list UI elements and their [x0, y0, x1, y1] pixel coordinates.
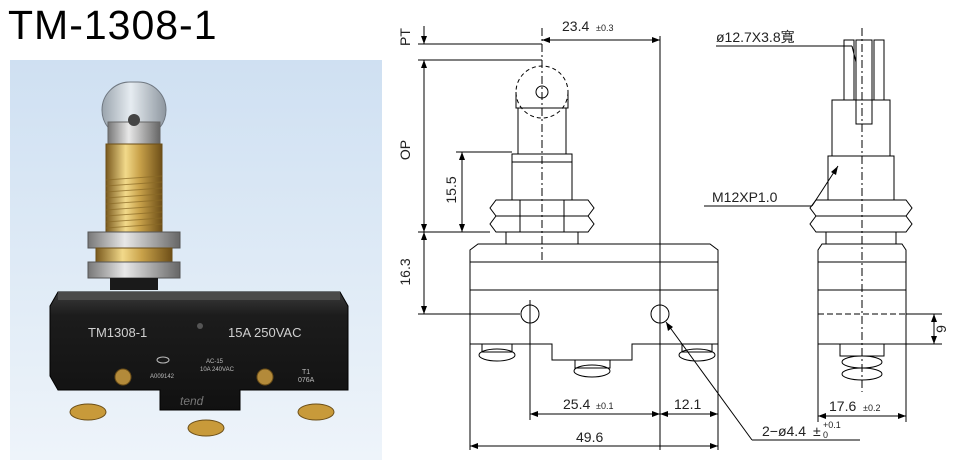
dimension-lines: [418, 26, 942, 450]
photo-brand: tend: [180, 394, 204, 408]
dim-12-1: 12.1: [674, 396, 701, 412]
dim-25-4-tol: ±0.1: [596, 401, 613, 411]
dim-23-4-tol: ±0.3: [596, 23, 613, 33]
photo-t-rating-2: 076A: [298, 377, 315, 384]
hole-tol-pm: ±: [813, 423, 821, 439]
dim-17-6: 17.6: [829, 398, 856, 414]
dim-17-6-tol: ±0.2: [863, 403, 880, 413]
hole-tol-plus: +0.1: [823, 420, 841, 430]
op-label: OP: [397, 140, 413, 160]
hole-tol-minus: 0: [823, 430, 828, 440]
roller-label: ø12.7X3.8寬: [716, 29, 795, 45]
brass-bushing: [105, 143, 163, 235]
dim-23-4: 23.4: [562, 18, 589, 34]
dim-25-4: 25.4: [563, 396, 590, 412]
thread-label: M12XP1.0: [712, 189, 778, 205]
dim-9: 9: [933, 325, 949, 333]
photo-cert-code: A009142: [150, 374, 175, 380]
roller-actuator: [101, 81, 167, 145]
photo-model-label: TM1308-1: [88, 325, 147, 340]
hex-nuts: [87, 231, 181, 290]
photo-t-rating-1: T1: [302, 369, 310, 376]
product-photo: TM1308-1 15A 250VAC A009142 AC-15 10A 24…: [10, 60, 382, 460]
photo-cert-line1: AC-15: [206, 359, 224, 365]
hole-label: 2−ø4.4: [762, 423, 806, 439]
switch-body: TM1308-1 15A 250VAC A009142 AC-15 10A 24…: [49, 291, 349, 411]
dim-15-5: 15.5: [443, 176, 459, 203]
dim-49-6: 49.6: [576, 429, 603, 445]
photo-rating-label: 15A 250VAC: [228, 325, 301, 340]
side-view-outline: [809, 39, 913, 381]
terminal-screws: [69, 403, 335, 437]
front-view-outline: [469, 65, 719, 378]
dimension-arrows: [421, 36, 937, 449]
product-title: TM-1308-1: [8, 2, 218, 48]
photo-cert-line2: 10A 240VAC: [200, 367, 235, 373]
switch-photo-illustration: TM1308-1 15A 250VAC A009142 AC-15 10A 24…: [49, 81, 349, 437]
pt-label: PT: [397, 28, 413, 46]
dim-16-3: 16.3: [397, 258, 413, 285]
